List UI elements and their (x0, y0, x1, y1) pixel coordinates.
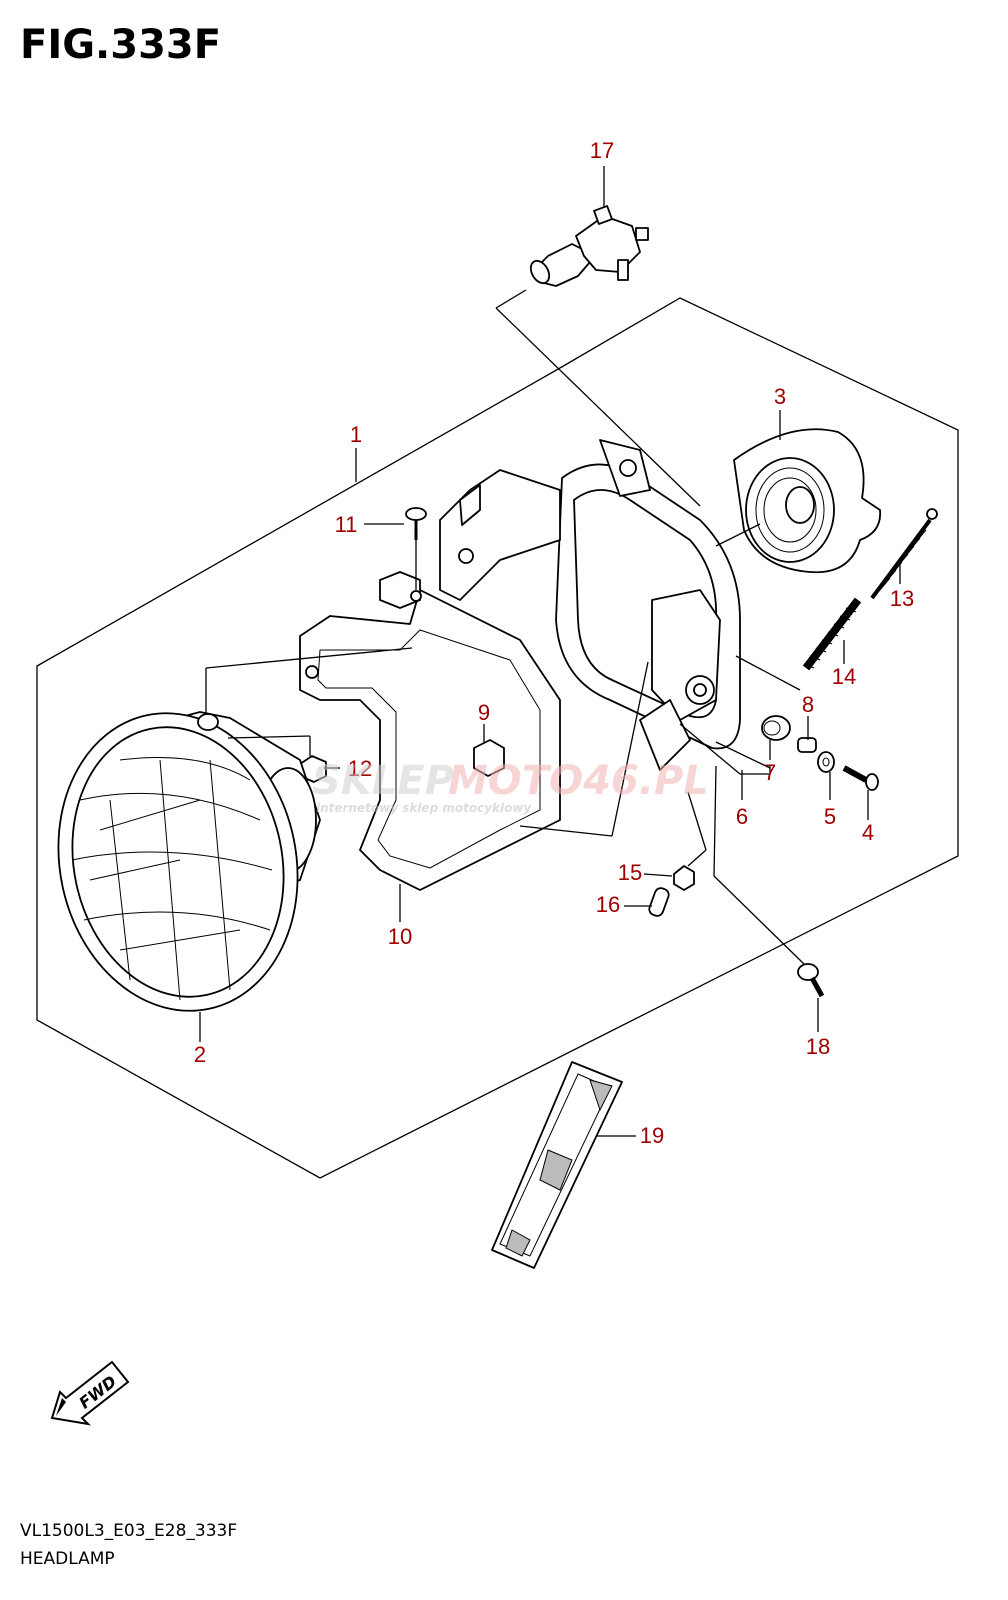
bolt-part-18 (797, 963, 825, 998)
callout-19: 19 (640, 1123, 664, 1148)
bushing-part-7 (761, 715, 791, 741)
callout-5: 5 (824, 804, 836, 829)
callout-8: 8 (802, 692, 814, 717)
mount-bracket (439, 469, 561, 601)
bulb-part-17 (529, 205, 649, 287)
callout-1: 1 (350, 422, 362, 447)
callout-6: 6 (736, 804, 748, 829)
callout-3: 3 (774, 384, 786, 409)
adjust-screw-part-13 (870, 508, 938, 600)
callout-13: 13 (890, 586, 914, 611)
callout-7: 7 (764, 760, 776, 785)
callout-2: 2 (194, 1042, 206, 1067)
watermark-tagline: internetowy sklep motocyklowy (316, 801, 532, 815)
footer-name: HEADLAMP (20, 1549, 115, 1569)
collar-part-8 (797, 737, 817, 753)
footer-code: VL1500L3_E03_E28_333F (20, 1521, 237, 1541)
washer-part-5 (817, 751, 835, 773)
watermark-brand-b: MOTO46.PL (448, 758, 709, 804)
callout-4: 4 (862, 820, 874, 845)
watermark: SKLEP MOTO46.PL internetowy sklep motocy… (312, 758, 709, 815)
figure-title: FIG.333F (20, 22, 221, 68)
clip-part-9 (473, 739, 505, 777)
dust-cover-part-3 (733, 428, 882, 574)
callout-9: 9 (478, 700, 490, 725)
callout-labels: 1 2 3 4 5 6 7 8 9 10 11 12 13 14 15 16 1… (194, 138, 914, 1148)
lower-bracket-part-10 (299, 571, 561, 891)
callout-11: 11 (335, 512, 358, 537)
nut-part-15 (673, 865, 695, 891)
callout-18: 18 (806, 1034, 830, 1059)
pin-part-16 (648, 887, 670, 917)
headlamp-unit-part-2 (57, 711, 321, 1012)
screw-part-11 (405, 507, 427, 540)
callout-14: 14 (832, 664, 856, 689)
screw-part-4 (842, 765, 879, 791)
leader-lines (199, 166, 901, 1137)
reflector-part-19 (491, 1061, 623, 1269)
callout-17: 17 (590, 138, 614, 163)
fwd-arrow-icon: FWD (50, 1360, 130, 1426)
callout-10: 10 (388, 924, 412, 949)
spring-part-14 (802, 597, 862, 671)
callout-15: 15 (618, 860, 642, 885)
assembly-outline (36, 297, 959, 1179)
callout-16: 16 (596, 892, 620, 917)
housing-bracket (555, 439, 741, 771)
callout-12: 12 (348, 756, 372, 781)
watermark-brand-a: SKLEP (312, 758, 454, 804)
